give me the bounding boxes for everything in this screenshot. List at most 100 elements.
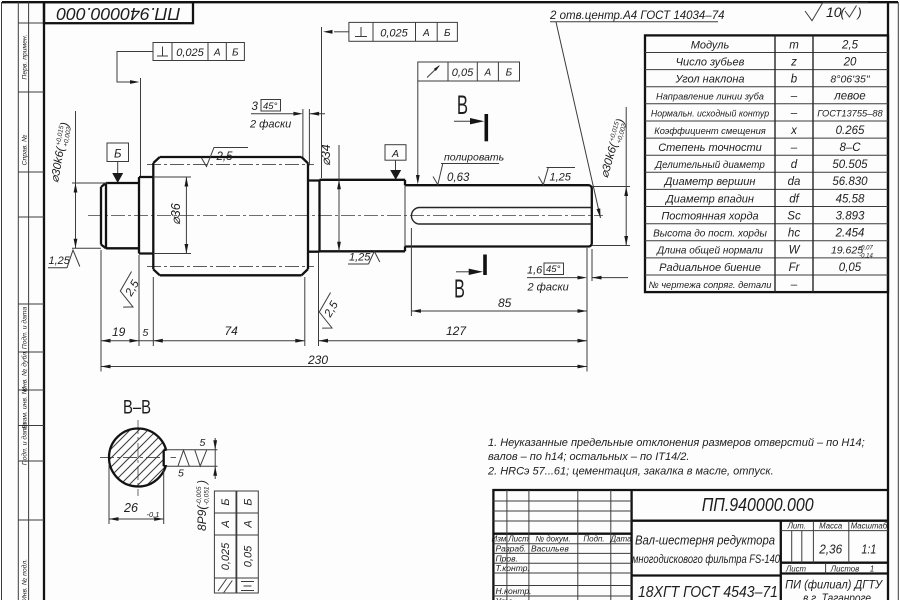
svg-text:-0,005: -0,005 — [196, 486, 203, 505]
svg-text:2,5: 2,5 — [841, 39, 859, 51]
svg-text:df: df — [789, 193, 800, 205]
svg-text:hc: hc — [788, 228, 800, 240]
svg-text:1,6: 1,6 — [527, 265, 543, 277]
svg-text:74: 74 — [225, 324, 239, 338]
svg-text:da: da — [788, 176, 801, 188]
svg-text:d: d — [791, 159, 798, 171]
svg-text:–: – — [790, 142, 798, 154]
svg-text:–: – — [790, 108, 798, 120]
svg-text:Лит.: Лит. — [787, 522, 806, 531]
svg-text:полировать: полировать — [444, 152, 504, 164]
svg-text:Пров.: Пров. — [496, 553, 518, 563]
svg-text:8Р9(: 8Р9( — [195, 504, 209, 531]
svg-text:в г. Таганроге: в г. Таганроге — [803, 591, 871, 600]
svg-text:2 отв.центр.А4 ГОСТ 14034–74: 2 отв.центр.А4 ГОСТ 14034–74 — [549, 10, 725, 22]
svg-text:45.58: 45.58 — [836, 193, 865, 205]
svg-text:В: В — [454, 273, 465, 303]
svg-text:Sc: Sc — [787, 211, 801, 223]
svg-text:1: 1 — [870, 564, 874, 573]
svg-text:А: А — [391, 148, 399, 160]
svg-text:m: m — [789, 39, 799, 51]
svg-text:z: z — [790, 56, 797, 68]
svg-text:19: 19 — [112, 325, 126, 339]
svg-text:Угол наклона: Угол наклона — [674, 74, 744, 86]
svg-text:1,25: 1,25 — [550, 172, 572, 184]
svg-text:5: 5 — [178, 468, 184, 480]
svg-text:Вал-шестерня редуктора: Вал-шестерня редуктора — [635, 533, 775, 548]
svg-text:Масштаб: Масштаб — [851, 522, 888, 531]
svg-text:–: – — [790, 279, 798, 291]
svg-text:56.830: 56.830 — [832, 176, 868, 188]
svg-text:Справ. №: Справ. № — [22, 135, 29, 166]
svg-text:1,25: 1,25 — [349, 252, 371, 264]
svg-text:Нормальн. исходный контур: Нормальн. исходный контур — [651, 109, 769, 119]
svg-text:10: 10 — [826, 4, 842, 20]
svg-text:0,025: 0,025 — [380, 27, 408, 39]
svg-text:–: – — [790, 91, 798, 103]
svg-text:Б: Б — [243, 498, 255, 505]
svg-text:1:1: 1:1 — [861, 542, 876, 557]
svg-text:ГОСТ13755–88: ГОСТ13755–88 — [817, 109, 883, 119]
svg-text:0,05: 0,05 — [452, 67, 474, 79]
svg-text:Длина общей нормали: Длина общей нормали — [656, 245, 763, 257]
svg-text:Б: Б — [114, 149, 122, 161]
svg-text:): ) — [614, 117, 627, 126]
svg-text:Б: Б — [232, 48, 239, 59]
svg-text:Б: Б — [220, 498, 232, 505]
svg-text:1,25: 1,25 — [49, 255, 71, 267]
svg-text:26: 26 — [123, 501, 138, 515]
svg-text:⌀34: ⌀34 — [319, 144, 333, 165]
svg-text:5: 5 — [143, 327, 149, 339]
svg-text:0,05: 0,05 — [243, 545, 255, 567]
svg-text:Т.контр.: Т.контр. — [496, 563, 530, 573]
svg-text:левое: левое — [833, 91, 865, 103]
svg-text:А: А — [483, 68, 491, 79]
svg-text:Инв. № подл.: Инв. № подл. — [21, 559, 29, 600]
svg-text:Направление линии зуба: Направление линии зуба — [656, 92, 764, 102]
svg-text:Дата: Дата — [609, 535, 632, 544]
svg-text:2.454: 2.454 — [835, 228, 865, 240]
svg-text:Коэффициент смещения: Коэффициент смещения — [654, 126, 765, 136]
svg-text:В–В: В–В — [123, 397, 151, 418]
svg-text:230: 230 — [307, 353, 328, 367]
svg-text:Перв. примен.: Перв. примен. — [22, 34, 29, 79]
svg-text:0.265: 0.265 — [836, 125, 865, 137]
svg-text:0,025: 0,025 — [220, 542, 232, 570]
svg-text:Б: Б — [444, 28, 451, 39]
svg-text:+0,002: +0,002 — [62, 126, 72, 147]
svg-text:В: В — [457, 90, 468, 120]
svg-text:Подп. и дата: Подп. и дата — [21, 423, 29, 466]
svg-text:2 фаски: 2 фаски — [249, 119, 291, 131]
svg-text:2 фаски: 2 фаски — [527, 282, 569, 294]
svg-text:45°: 45° — [263, 101, 278, 112]
svg-text:19.625: 19.625 — [831, 245, 863, 257]
svg-text:x: x — [790, 125, 798, 137]
svg-text:Степень точности: Степень точности — [658, 142, 762, 154]
svg-text:Лист: Лист — [785, 564, 807, 573]
svg-text:А: А — [243, 520, 255, 528]
svg-text:А: А — [422, 28, 430, 39]
svg-text:Листов: Листов — [830, 564, 859, 573]
svg-text:): ) — [856, 6, 862, 20]
svg-text:Подп. и дата: Подп. и дата — [21, 307, 29, 350]
svg-text:0,05: 0,05 — [839, 262, 862, 274]
svg-text:Н.контр.: Н.контр. — [496, 586, 532, 596]
svg-text:ПИ (филиал) ДГТУ: ПИ (филиал) ДГТУ — [785, 578, 883, 592]
svg-text:ПП.940000.000: ПП.940000.000 — [702, 494, 815, 515]
svg-text:1. Неуказанные предельные откл: 1. Неуказанные предельные отклонения раз… — [488, 437, 865, 449]
svg-text:Инв. № дубл.: Инв. № дубл. — [21, 350, 29, 392]
svg-text:2. НRСэ 57...61; цементация, з: 2. НRСэ 57...61; цементация, закалка в м… — [487, 466, 774, 478]
svg-text:-0,14: -0,14 — [859, 254, 873, 260]
svg-text:0,63: 0,63 — [447, 172, 470, 184]
svg-text:Делительный диаметр: Делительный диаметр — [654, 160, 765, 171]
svg-text:Диаметр впадин: Диаметр впадин — [664, 193, 754, 205]
svg-text:Масса: Масса — [819, 522, 843, 531]
svg-text:ПП.940000.000: ПП.940000.000 — [56, 4, 180, 24]
svg-text:3.893: 3.893 — [836, 211, 865, 223]
svg-text:Постоянная хорда: Постоянная хорда — [661, 211, 758, 223]
svg-text:+0,015: +0,015 — [55, 125, 65, 146]
svg-text:№ докум.: № докум. — [535, 535, 570, 544]
svg-text:45°: 45° — [546, 264, 561, 275]
svg-text:50.505: 50.505 — [832, 159, 868, 171]
svg-text:Взам. инв. №: Взам. инв. № — [22, 387, 29, 429]
